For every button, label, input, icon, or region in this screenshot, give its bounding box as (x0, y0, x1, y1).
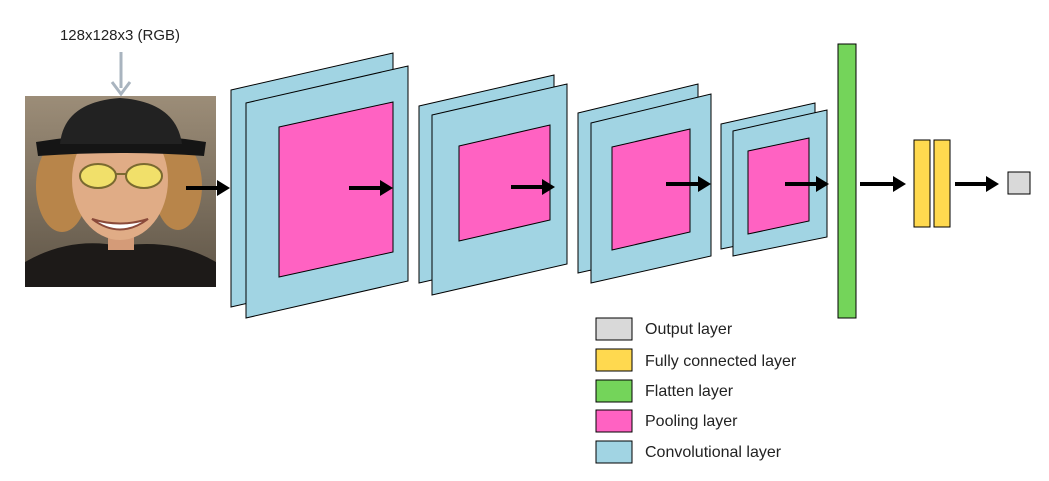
fully-connected-layer-1 (913, 139, 931, 228)
legend: Output layer Fully connected layer Flatt… (595, 317, 797, 464)
pooling-layer-2 (458, 124, 551, 242)
flow-arrow-block4 (816, 176, 829, 192)
legend-label-convolutional: Convolutional layer (645, 444, 782, 461)
flow-arrow-image-to-conv1 (186, 180, 230, 196)
fully-connected-layer-2 (933, 139, 951, 228)
legend-label-flatten: Flatten layer (645, 383, 734, 400)
face-photo-icon (25, 96, 216, 287)
conv-block-1 (230, 52, 409, 319)
input-size-label: 128x128x3 (RGB) (60, 27, 180, 44)
legend-label-fully-connected: Fully connected layer (645, 353, 797, 370)
output-layer (1007, 171, 1031, 195)
pooling-layer-1 (278, 101, 394, 278)
flow-arrow-block1 (380, 180, 393, 196)
flatten-layer (837, 43, 857, 319)
legend-item-convolutional: Convolutional layer (595, 440, 782, 464)
legend-swatch-convolutional (595, 440, 633, 464)
pooling-layer-3 (611, 128, 691, 251)
legend-swatch-fully-connected (595, 348, 633, 372)
legend-swatch-output (595, 317, 633, 341)
flow-arrow-flatten-to-fc (860, 176, 906, 192)
flow-arrow-fc-to-output (955, 176, 999, 192)
legend-item-output: Output layer (595, 317, 733, 341)
legend-swatch-pooling (595, 409, 633, 433)
conv-block-4 (720, 102, 829, 257)
legend-label-output: Output layer (645, 321, 733, 338)
legend-swatch-flatten (595, 379, 633, 403)
flow-arrow-block3 (698, 176, 711, 192)
legend-label-pooling: Pooling layer (645, 413, 738, 430)
pooling-layer-4 (747, 137, 810, 235)
legend-item-flatten: Flatten layer (595, 379, 734, 403)
legend-item-fully-connected: Fully connected layer (595, 348, 797, 372)
legend-item-pooling: Pooling layer (595, 409, 738, 433)
input-arrow (110, 52, 132, 97)
conv-block-3 (577, 83, 712, 284)
flow-arrow-block2 (542, 179, 555, 195)
conv-block-2 (418, 74, 568, 296)
